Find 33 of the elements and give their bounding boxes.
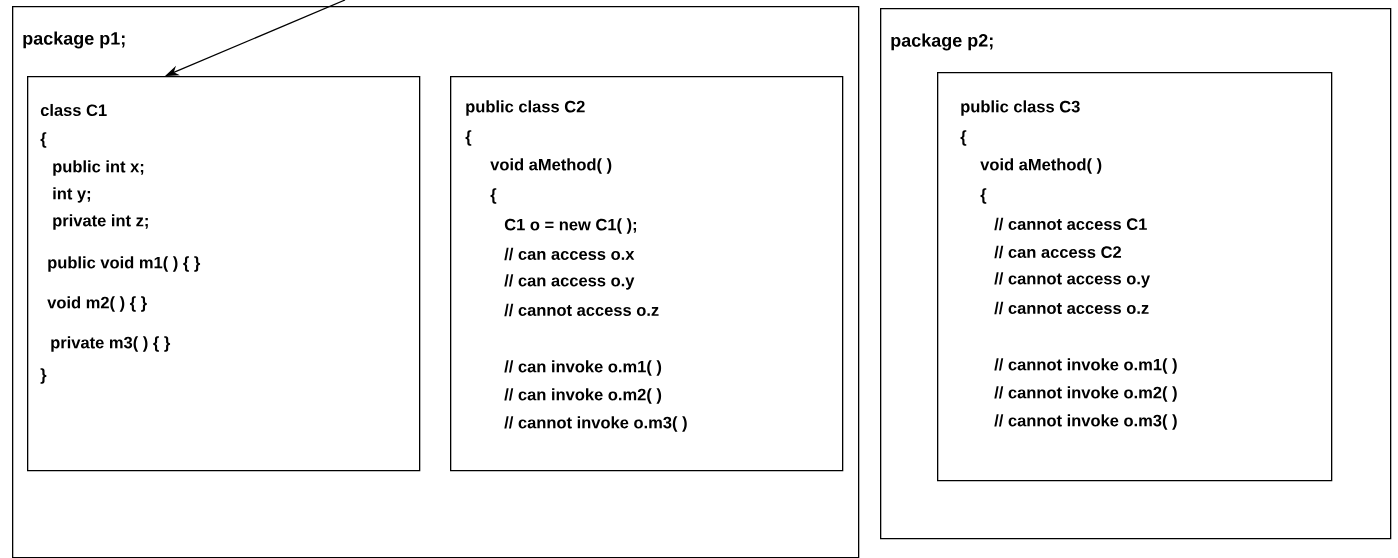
code-line: void aMethod( ): [490, 158, 612, 174]
code-line: // can access o.x: [504, 247, 635, 261]
code-line: void aMethod( ): [980, 158, 1102, 174]
code-line: // cannot invoke o.m3( ): [994, 414, 1177, 430]
code-line: public int x;: [53, 160, 144, 176]
code-line: public class C2: [466, 100, 585, 116]
code-line: {: [40, 132, 47, 148]
code-line: public void m1( ) { }: [48, 256, 201, 272]
package-heading: package p1;: [23, 31, 125, 49]
package-heading: package p2;: [891, 33, 993, 51]
code-line: {: [490, 188, 497, 204]
code-line: // can invoke o.m1( ): [504, 360, 662, 376]
code-line: // can access C2: [994, 245, 1122, 259]
code-line: // cannot access o.z: [994, 301, 1149, 315]
code-line: // cannot access o.z: [504, 303, 659, 317]
code-line: private m3( ) { }: [51, 336, 171, 352]
code-line: int y;: [53, 187, 91, 203]
code-line: {: [465, 130, 472, 146]
code-line: // cannot invoke o.m3( ): [504, 416, 687, 432]
code-line: void m2( ) { }: [47, 296, 147, 312]
code-line: // can invoke o.m2( ): [504, 388, 662, 404]
code-line: public class C3: [961, 100, 1080, 116]
code-line: private int z;: [53, 214, 148, 230]
code-line: class C1: [40, 103, 107, 117]
code-line: // can access o.y: [504, 274, 635, 290]
code-line: C1 o = new C1( );: [504, 218, 636, 234]
code-line: // cannot invoke o.m2( ): [994, 386, 1177, 402]
code-line: {: [960, 130, 967, 146]
code-line: // cannot access C1: [994, 217, 1147, 231]
code-line: // cannot invoke o.m1( ): [994, 358, 1177, 374]
code-line: }: [40, 368, 47, 384]
code-line: {: [980, 188, 987, 204]
code-line: // cannot access o.y: [994, 272, 1150, 288]
